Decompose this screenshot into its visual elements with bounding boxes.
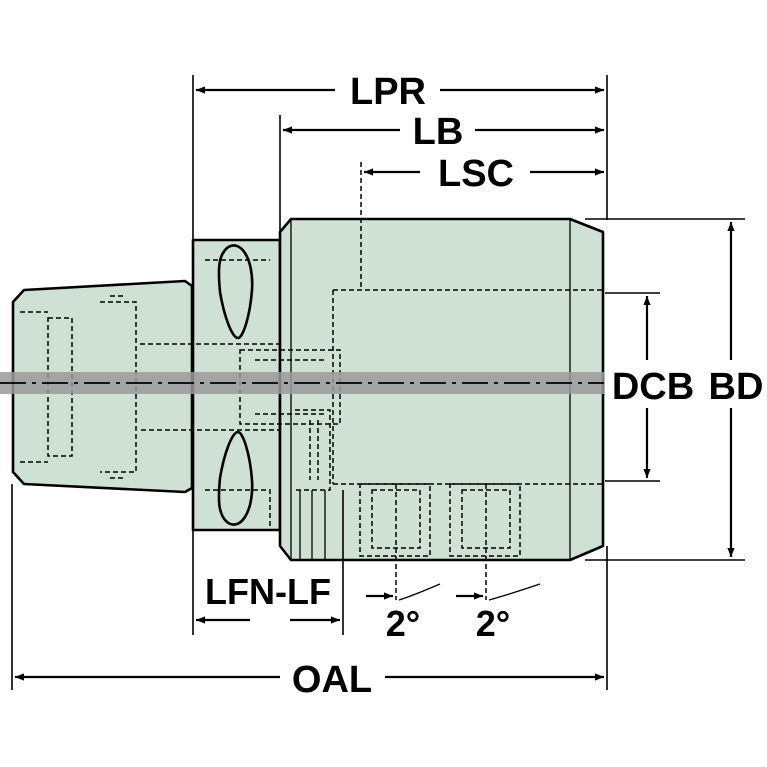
dcb-label: DCB — [612, 366, 694, 408]
lfn-lf-label: LFN-LF — [205, 571, 331, 612]
angle-right-label: 2° — [476, 603, 510, 644]
oal-label: OAL — [292, 659, 372, 701]
lb-label: LB — [413, 111, 464, 153]
bd-label: BD — [709, 366, 764, 408]
dimension-labels: LPR LB LSC DCB BD LFN-LF 2° 2° OAL — [205, 70, 764, 701]
lpr-label: LPR — [350, 71, 426, 113]
drive-slot-top — [217, 244, 254, 340]
lsc-label: LSC — [438, 153, 514, 195]
angle-left-label: 2° — [386, 603, 420, 644]
drive-slot-bottom — [217, 430, 254, 526]
